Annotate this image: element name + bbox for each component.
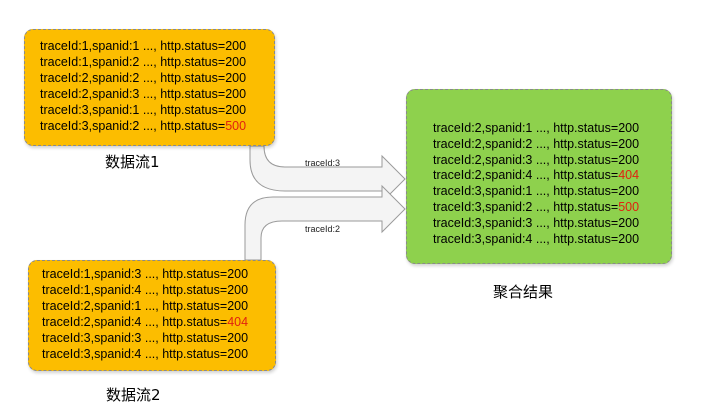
status-code: 200 <box>225 87 247 101</box>
status-code: 200 <box>227 283 249 297</box>
status-code: 200 <box>618 231 640 246</box>
span-record: traceId:2,spanid:1 ..., http.status=200 <box>42 298 275 314</box>
span-record: traceId:1,spanid:3 ..., http.status=200 <box>42 266 275 282</box>
span-record: traceId:1,spanid:1 ..., http.status=200 <box>40 38 274 54</box>
status-code: 200 <box>618 215 640 230</box>
span-record-text: traceId:3,spanid:4 ..., http.status= <box>433 231 619 246</box>
span-record-text: traceId:3,spanid:2 ..., http.status= <box>433 199 619 214</box>
status-code: 200 <box>225 39 247 53</box>
span-record: traceId:3,spanid:4 ..., http.status=200 <box>433 232 671 248</box>
status-code: 200 <box>227 299 249 313</box>
span-record-text: traceId:2,spanid:4 ..., http.status= <box>433 168 619 183</box>
arrow-label-lower: traceId:2 <box>305 224 341 234</box>
stream2-caption: 数据流2 <box>106 386 161 404</box>
span-record: traceId:2,spanid:2 ..., http.status=200 <box>40 70 274 86</box>
status-code: 200 <box>227 267 249 281</box>
error-status-code: 404 <box>227 315 249 329</box>
status-code: 200 <box>227 331 249 345</box>
span-record: traceId:3,spanid:4 ..., http.status=200 <box>42 346 275 362</box>
span-record-text: traceId:3,spanid:1 ..., http.status= <box>40 103 226 117</box>
status-code: 200 <box>227 347 249 361</box>
span-record-text: traceId:2,spanid:3 ..., http.status= <box>40 87 226 101</box>
error-status-code: 404 <box>618 168 640 183</box>
status-code: 200 <box>618 136 640 151</box>
span-record: traceId:3,spanid:2 ..., http.status=500 <box>40 118 274 134</box>
span-record: traceId:3,spanid:2 ..., http.status=500 <box>433 200 671 216</box>
span-record-text: traceId:3,spanid:4 ..., http.status= <box>42 347 228 361</box>
span-record-text: traceId:2,spanid:2 ..., http.status= <box>40 71 226 85</box>
span-record-text: traceId:3,spanid:2 ..., http.status= <box>40 119 226 133</box>
span-record-text: traceId:3,spanid:1 ..., http.status= <box>433 184 619 199</box>
span-record-text: traceId:2,spanid:2 ..., http.status= <box>433 136 619 151</box>
span-record-text: traceId:2,spanid:4 ..., http.status= <box>42 315 228 329</box>
span-record: traceId:3,spanid:1 ..., http.status=200 <box>433 184 671 200</box>
span-record-text: traceId:1,spanid:2 ..., http.status= <box>40 55 226 69</box>
span-record: traceId:2,spanid:3 ..., http.status=200 <box>433 153 671 169</box>
arrow-stream1-to-result <box>249 145 406 204</box>
span-record-text: traceId:2,spanid:3 ..., http.status= <box>433 152 619 167</box>
span-record: traceId:2,spanid:2 ..., http.status=200 <box>433 137 671 153</box>
arrow-label-upper: traceId:3 <box>305 158 341 168</box>
error-status-code: 500 <box>618 199 640 214</box>
status-code: 200 <box>618 184 640 199</box>
status-code: 200 <box>618 152 640 167</box>
span-record: traceId:2,spanid:1 ..., http.status=200 <box>433 121 671 137</box>
span-record: traceId:1,spanid:4 ..., http.status=200 <box>42 282 275 298</box>
error-status-code: 500 <box>225 119 247 133</box>
result-caption: 聚合结果 <box>493 283 554 301</box>
stream1-caption: 数据流1 <box>105 153 160 171</box>
status-code: 200 <box>225 103 247 117</box>
span-record: traceId:3,spanid:1 ..., http.status=200 <box>40 102 274 118</box>
span-record: traceId:3,spanid:3 ..., http.status=200 <box>433 216 671 232</box>
status-code: 200 <box>618 121 640 135</box>
span-record-text: traceId:1,spanid:4 ..., http.status= <box>42 283 228 297</box>
span-record: traceId:3,spanid:3 ..., http.status=200 <box>42 330 275 346</box>
span-record-text: traceId:3,spanid:3 ..., http.status= <box>433 215 619 230</box>
span-record-text: traceId:3,spanid:3 ..., http.status= <box>42 331 228 345</box>
span-record: traceId:2,spanid:4 ..., http.status=404 <box>42 314 275 330</box>
span-record-text: traceId:1,spanid:1 ..., http.status= <box>40 39 226 53</box>
span-record: traceId:2,spanid:3 ..., http.status=200 <box>40 86 274 102</box>
arrow-stream2-to-result <box>244 184 406 261</box>
span-record-text: traceId:2,spanid:1 ..., http.status= <box>433 121 619 135</box>
status-code: 200 <box>225 55 247 69</box>
status-code: 200 <box>225 71 247 85</box>
span-record: traceId:2,spanid:4 ..., http.status=404 <box>433 168 671 184</box>
span-record: traceId:1,spanid:2 ..., http.status=200 <box>40 54 274 70</box>
span-record-text: traceId:2,spanid:1 ..., http.status= <box>42 299 228 313</box>
span-record-text: traceId:1,spanid:3 ..., http.status= <box>42 267 228 281</box>
